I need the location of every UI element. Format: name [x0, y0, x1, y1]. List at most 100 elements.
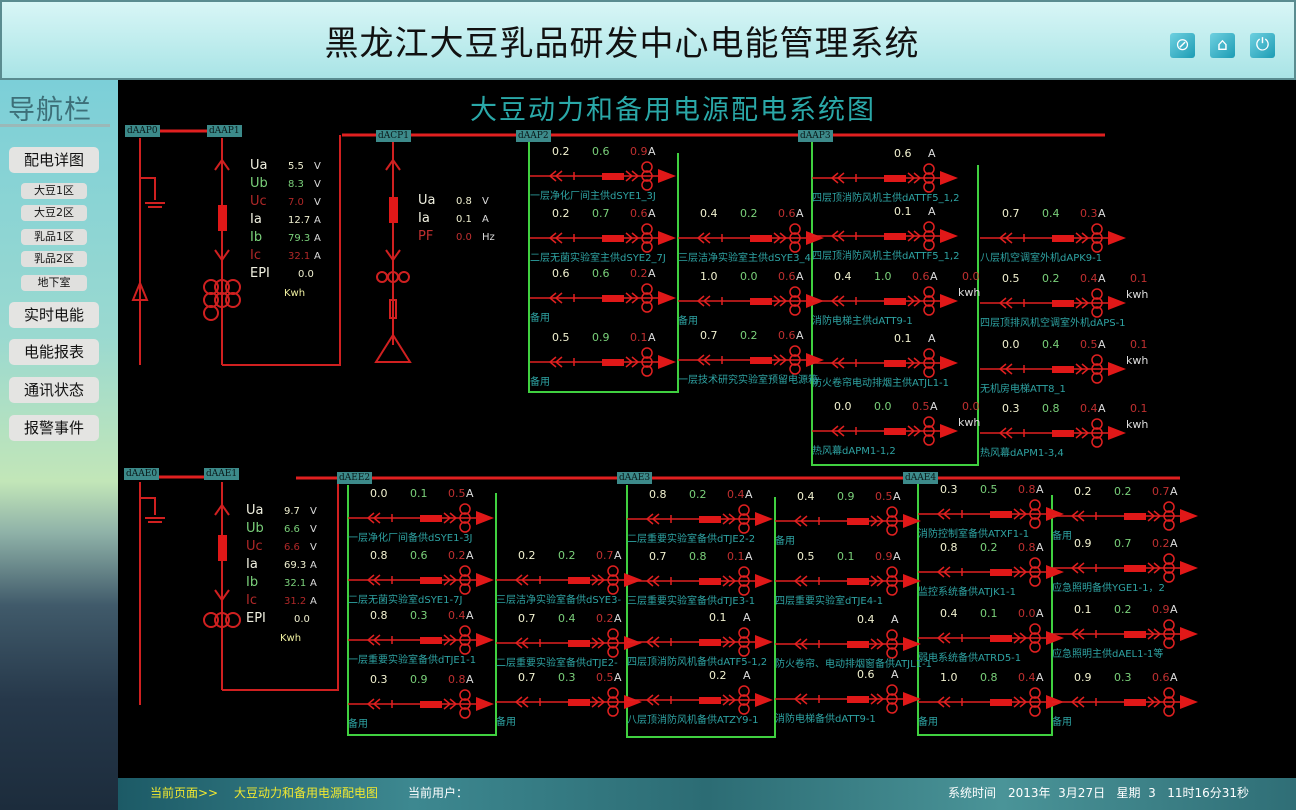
unit-label: A [893, 490, 901, 503]
phase-a-current: 0.9 [1074, 671, 1092, 684]
arrow-icon [624, 573, 642, 587]
arrow-icon [1180, 509, 1198, 523]
unit-label: A [1098, 207, 1106, 220]
meter-unit: A [310, 578, 317, 589]
energy-unit: kwh [1126, 288, 1149, 301]
nav-dairy-zone-1[interactable]: 乳品1区 [21, 229, 87, 245]
arrow-icon [755, 512, 773, 526]
unit-label: A [796, 207, 804, 220]
phase-c-current: 0.2 [1152, 537, 1170, 550]
cancel-icon[interactable]: ⊘ [1170, 33, 1195, 58]
breaker-symbol [530, 223, 676, 253]
phase-c-current: 0.5 [875, 490, 893, 503]
bus-tag: dAAE3 [617, 472, 653, 484]
meter-value: 12.7 [288, 215, 311, 226]
nav-alarm-events[interactable]: 报警事件 [9, 415, 99, 441]
breaker-symbol [530, 283, 676, 313]
feeder-label: 四层顶排风机空调室外机dAPS-1 [980, 318, 1126, 329]
breaker-symbol [812, 163, 958, 193]
energy-value: 0.1 [1130, 402, 1148, 415]
meter-key: PF [418, 229, 434, 244]
arrow-icon [1180, 695, 1198, 709]
feeder-label: 四层顶消防风机主供dATTF5_1,2 [812, 193, 960, 204]
phase-a-current: 0.4 [700, 207, 718, 220]
nav-comm-status[interactable]: 通讯状态 [9, 377, 99, 403]
arrow-icon [903, 514, 921, 528]
meter-key: Ub [250, 176, 268, 191]
nav-basement[interactable]: 地下室 [21, 275, 87, 291]
meter-unit: Kwh [284, 288, 306, 299]
unit-label: A [1036, 541, 1044, 554]
breaker-symbol [775, 684, 921, 714]
nav-realtime-energy[interactable]: 实时电能 [9, 302, 99, 328]
nav-soybean-zone-1[interactable]: 大豆1区 [21, 183, 87, 199]
phase-b-current: 0.2 [740, 207, 758, 220]
breaker-symbol [1052, 553, 1198, 583]
meter-key: Ua [418, 193, 436, 208]
nav-energy-report[interactable]: 电能报表 [9, 339, 99, 365]
nav-distribution-detail[interactable]: 配电详图 [9, 147, 99, 173]
phase-b-current: 0.3 [410, 609, 428, 622]
unit-label: A [930, 270, 938, 283]
phase-b-current: 0.6 [592, 145, 610, 158]
phase-a-current: 0.7 [518, 612, 536, 625]
feeder-label: 八层机空调室外机dAPK9-1 [980, 253, 1103, 264]
current-user-label: 当前用户： [408, 786, 469, 800]
phase-a-current: 0.8 [940, 541, 958, 554]
feeder-label: 备用 [530, 313, 550, 324]
feeder-label: 热风幕dAPM1-3,4 [980, 448, 1064, 459]
nav-dairy-zone-2[interactable]: 乳品2区 [21, 251, 87, 267]
feeder-label: 二层重要实验室备供dTJE2-2 [627, 534, 756, 545]
home-icon[interactable]: ⌂ [1210, 33, 1235, 58]
breaker-symbol [918, 557, 1064, 587]
meter-key: EPI [246, 611, 266, 626]
nav-soybean-zone-2[interactable]: 大豆2区 [21, 205, 87, 221]
feeder-label: 备用 [1052, 717, 1072, 728]
breaker-symbol [348, 625, 494, 655]
unit-label: A [1170, 671, 1178, 684]
phase-a-current: 0.2 [1074, 485, 1092, 498]
energy-unit: kwh [958, 286, 981, 299]
power-icon[interactable]: ⏻ [1250, 33, 1275, 58]
arrow-icon [1180, 627, 1198, 641]
